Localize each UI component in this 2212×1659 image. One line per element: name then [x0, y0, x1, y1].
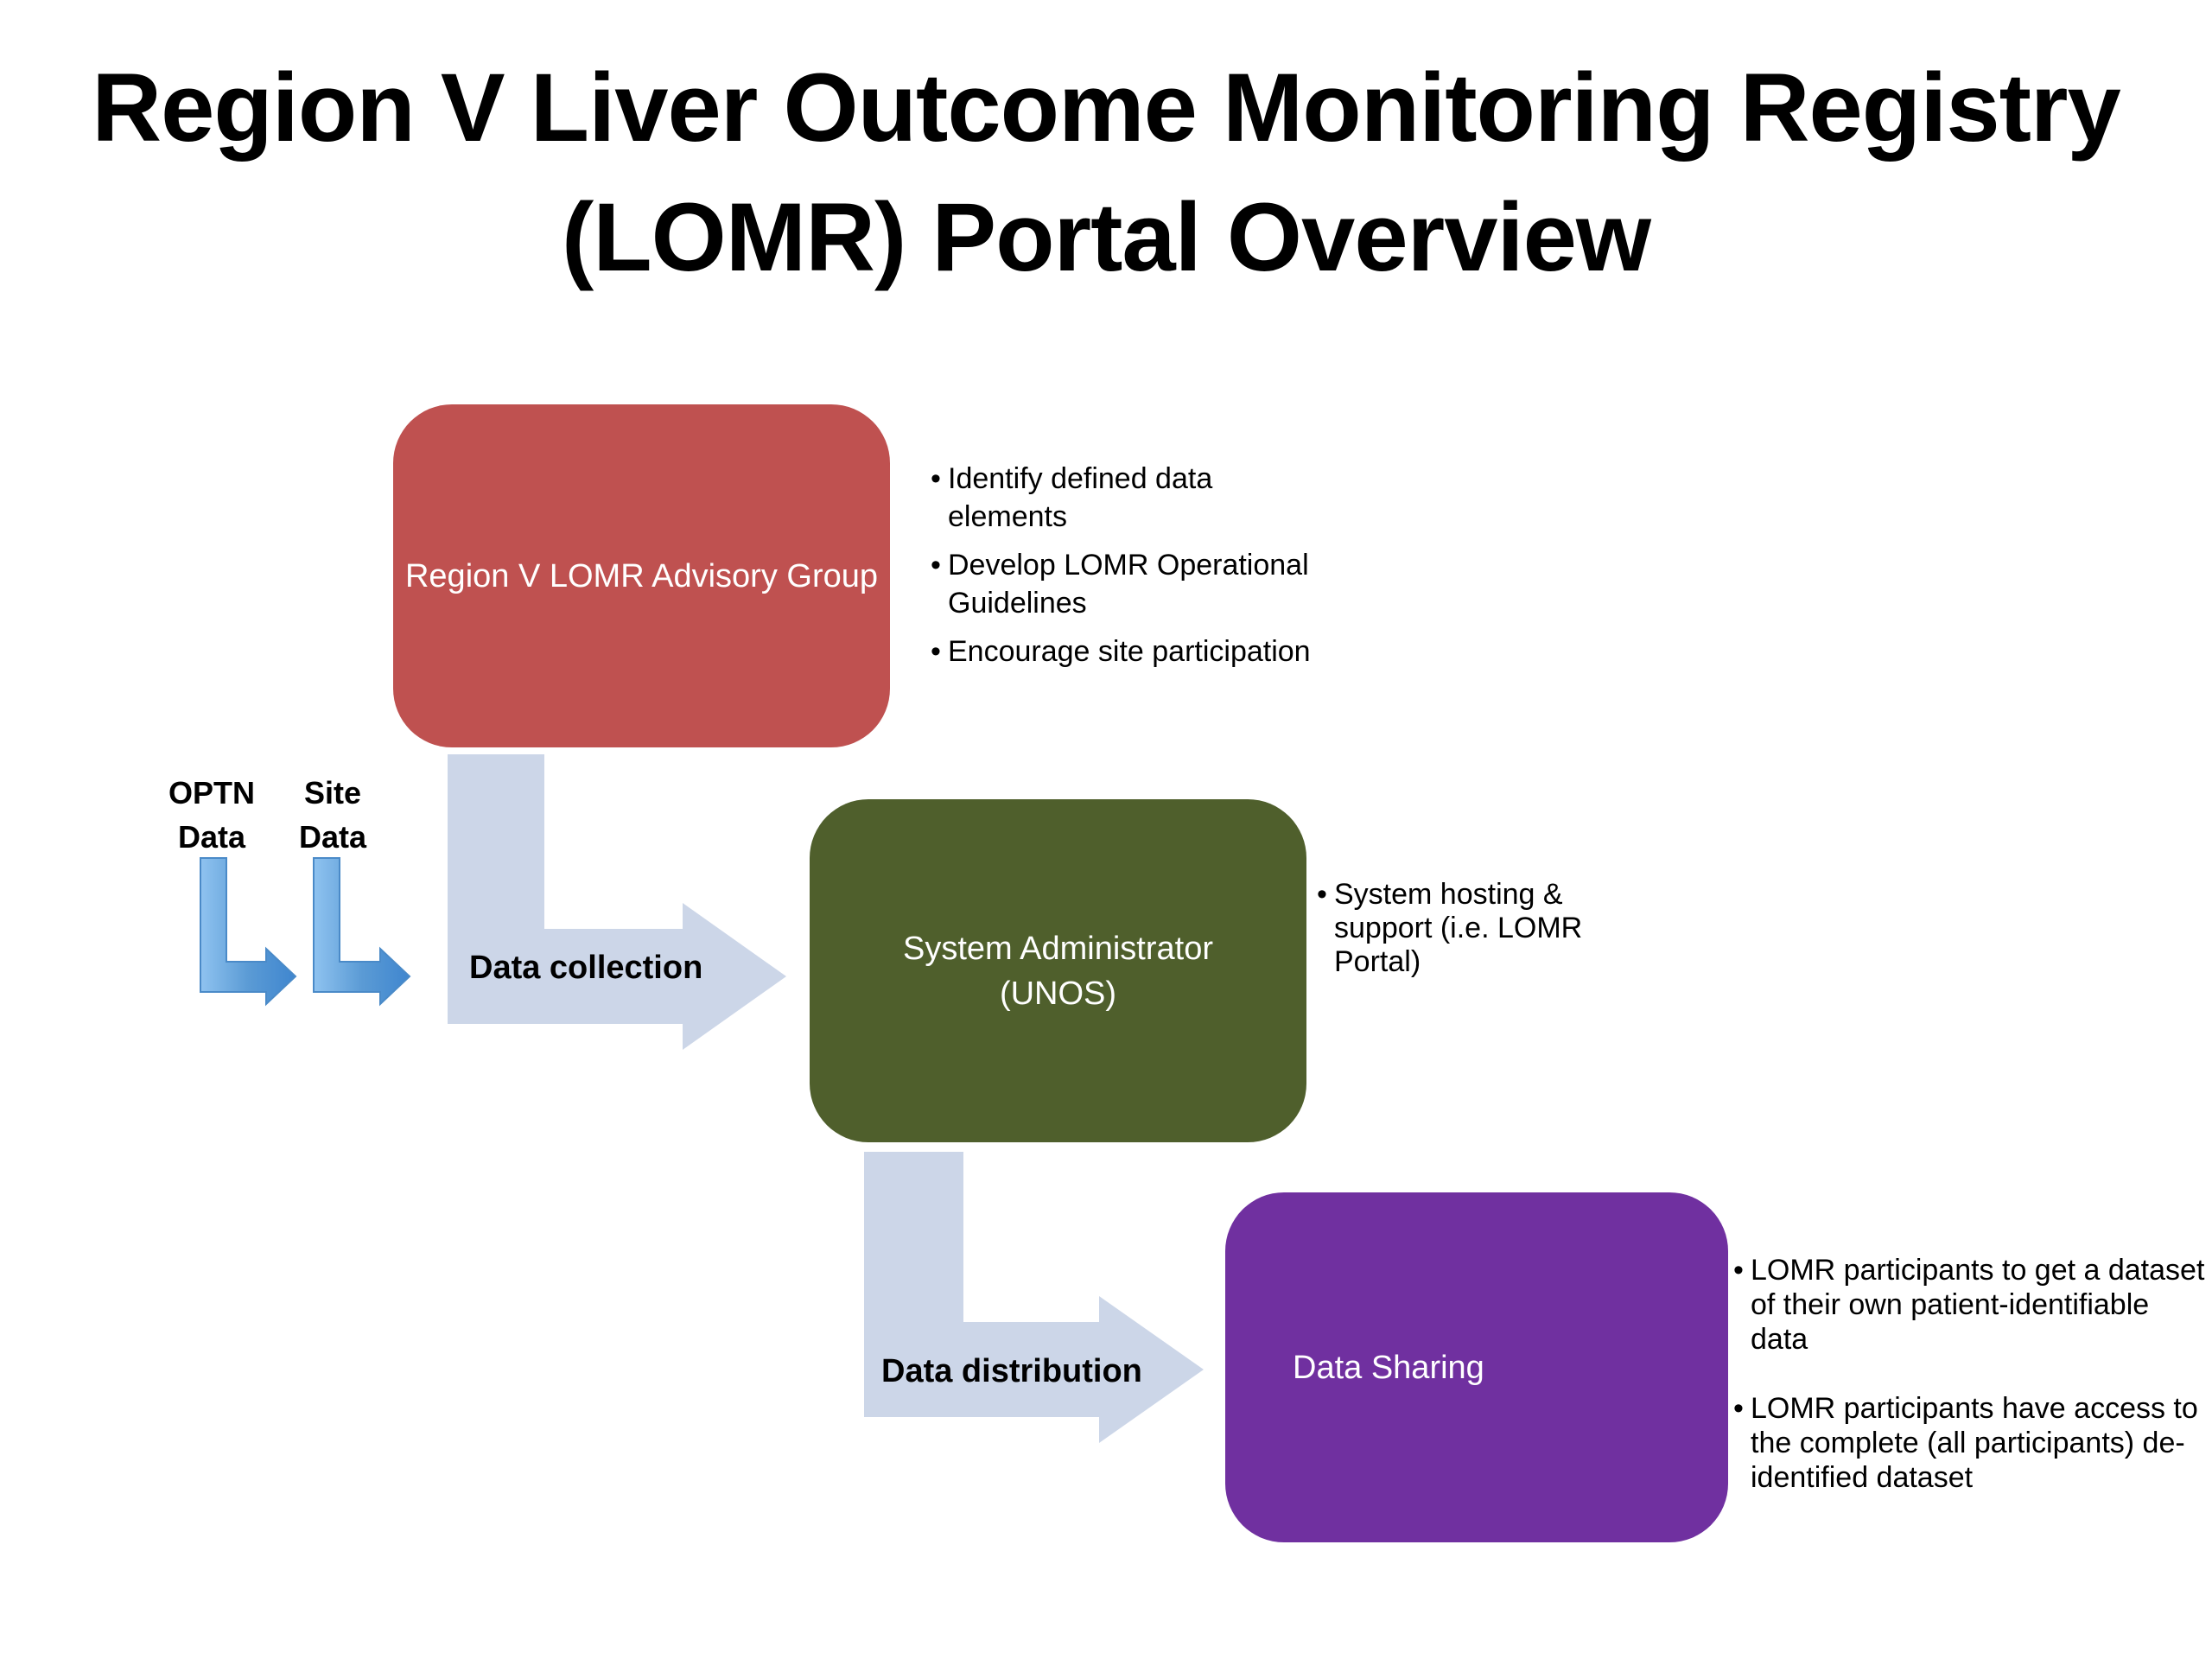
list-item: •LOMR participants to get a dataset of t… — [1733, 1254, 2205, 1356]
data-collection-label: Data collection — [469, 950, 703, 986]
list-item: •Develop LOMR Operational Guidelines — [931, 549, 1309, 620]
system-administrator-box: System Administrator (UNOS) — [810, 799, 1306, 1142]
data-collection-arrow — [448, 754, 786, 1050]
site-source-arrow — [313, 857, 411, 1007]
data-distribution-label: Data distribution — [881, 1353, 1142, 1389]
list-item: •Identify defined data elements — [931, 462, 1213, 533]
advisory-group-box: Region V LOMR Advisory Group — [393, 404, 890, 747]
data-distribution-arrow — [864, 1152, 1204, 1443]
data-sharing-label: Data Sharing — [1293, 1349, 1484, 1386]
advisory-group-label: Region V LOMR Advisory Group — [404, 557, 878, 594]
list-item: •System hosting & support (i.e. LOMR Por… — [1317, 878, 1583, 978]
page-title-line-1: Region V Liver Outcome Monitoring Regist… — [92, 54, 2121, 162]
site-data-label: Site Data — [298, 775, 367, 855]
data-sharing-box: Data Sharing — [1225, 1192, 1728, 1542]
list-item: •Encourage site participation — [931, 635, 1311, 668]
sharing-bullet-list: •LOMR participants to get a dataset of t… — [1733, 1253, 2205, 1529]
advisory-bullet-list: •Identify defined data elements •Develop… — [931, 460, 1316, 681]
sysadmin-bullet-list: •System hosting & support (i.e. LOMR Por… — [1317, 878, 1633, 979]
page-title-line-2: (LOMR) Portal Overview — [561, 183, 1651, 291]
optn-source-arrow — [200, 857, 297, 1007]
list-item: •LOMR participants have access to the co… — [1733, 1392, 2198, 1494]
system-administrator-label: System Administrator — [903, 930, 1213, 967]
system-administrator-sublabel: (UNOS) — [999, 975, 1117, 1012]
optn-data-label: OPTN Data — [168, 775, 255, 855]
